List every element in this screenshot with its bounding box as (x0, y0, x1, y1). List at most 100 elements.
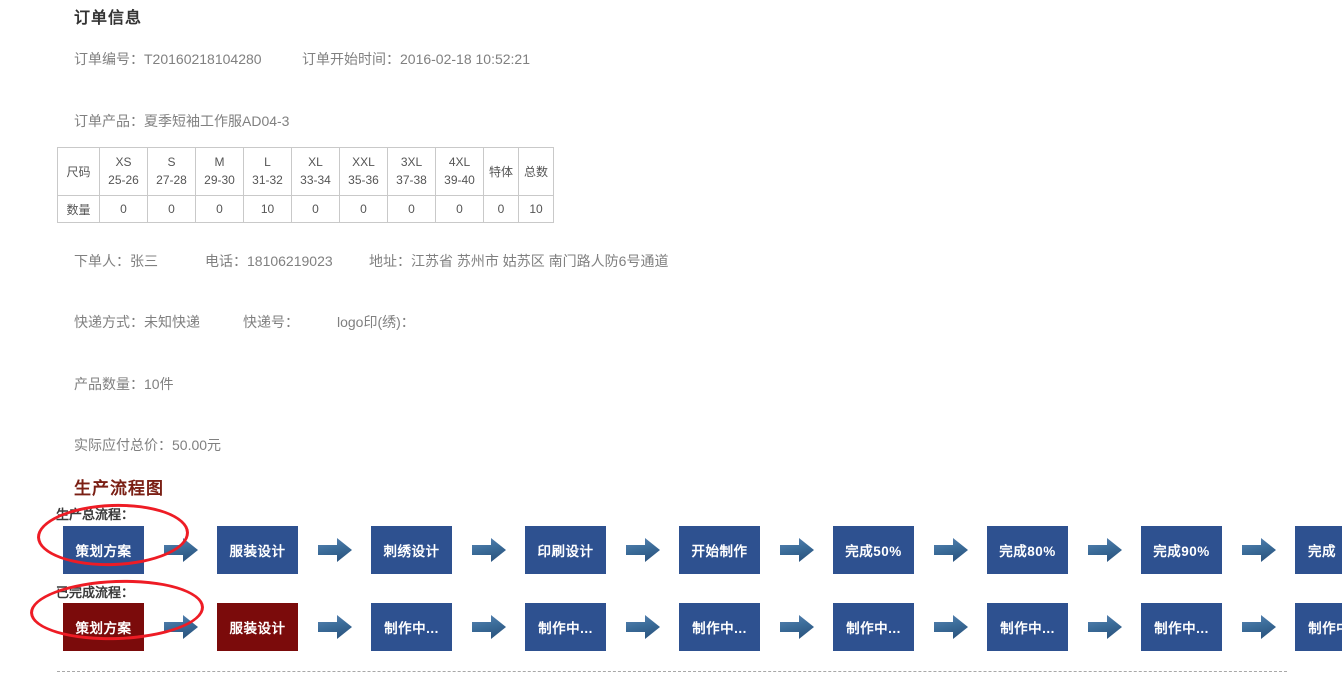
quantity-cell-s: 0 (147, 195, 196, 223)
product-quantity-row: 产品数量：10件 (74, 374, 174, 394)
flow-step-label: 刺绣设计 (383, 544, 440, 559)
arrow-right-icon (163, 538, 198, 562)
quantity-cell-xs: 0 (99, 195, 148, 223)
completed-flow-row: 策划方案 服装设计 制作中... 制作中... 制作中... 制作中... 制作中... 制作… (63, 603, 1342, 651)
order-product-row: 订单产品：夏季短袖工作服AD04-3 (74, 111, 289, 131)
total-price-value: 50.00元 (172, 437, 222, 453)
flow-step-done-9[interactable]: 制作中... (1295, 603, 1342, 651)
size-range: 37-38 (396, 172, 427, 187)
phone-label: 电话： (205, 253, 247, 269)
flow-step-done-2[interactable]: 服装设计 (217, 603, 298, 651)
flow-arrow-done-1 (162, 603, 199, 651)
flow-step-label: 服装设计 (229, 621, 286, 636)
size-column-xxl: XXL 35-36 (339, 147, 388, 196)
size-name: L (264, 155, 271, 170)
size-name: M (214, 155, 225, 170)
orderer-row: 下单人：张三 (74, 251, 158, 271)
flow-step-total-7[interactable]: 完成80% (987, 526, 1068, 574)
arrow-right-icon (625, 538, 660, 562)
arrow-right-icon (625, 615, 660, 639)
address-value: 江苏省 苏州市 姑苏区 南门路人防6号通道 (411, 253, 669, 269)
flow-arrow-total-2 (316, 526, 353, 574)
size-name: XS (115, 155, 132, 170)
product-quantity-value: 10件 (144, 376, 174, 392)
production-flow-section: 生产流程图 生产总流程： 已完成流程： 策划方案服装设计刺绣设计印刷设计开始制作… (0, 470, 1342, 700)
flow-step-done-7[interactable]: 制作中... (987, 603, 1068, 651)
size-name: 3XL (400, 155, 423, 170)
flow-arrow-done-8 (1240, 603, 1277, 651)
quantity-cell-xl: 0 (291, 195, 340, 223)
flow-step-done-3[interactable]: 制作中... (371, 603, 452, 651)
flow-arrow-done-6 (932, 603, 969, 651)
flow-step-total-9[interactable]: 完成 (1295, 526, 1342, 574)
flow-step-total-2[interactable]: 服装设计 (217, 526, 298, 574)
flow-step-label: 制作中... (1154, 621, 1209, 636)
flow-arrow-done-5 (778, 603, 815, 651)
arrow-right-icon (471, 615, 506, 639)
order-start-time-row: 订单开始时间：2016-02-18 10:52:21 (302, 49, 530, 69)
flow-step-total-8[interactable]: 完成90% (1141, 526, 1222, 574)
size-range: 35-36 (348, 172, 379, 187)
flow-step-label: 策划方案 (75, 544, 132, 559)
flow-step-total-1[interactable]: 策划方案 (63, 526, 144, 574)
size-range: 29-30 (204, 172, 235, 187)
order-number-value: T20160218104280 (144, 51, 262, 67)
size-column-xs: XS 25-26 (99, 147, 148, 196)
size-range: 33-34 (300, 172, 331, 187)
arrow-right-icon (163, 615, 198, 639)
express-method-label: 快递方式： (74, 314, 144, 330)
flow-arrow-total-7 (1086, 526, 1123, 574)
flow-arrow-done-3 (470, 603, 507, 651)
logo-print-label: logo印(绣)： (337, 314, 415, 330)
express-number-label: 快递号： (243, 314, 299, 330)
flow-step-done-4[interactable]: 制作中... (525, 603, 606, 651)
flow-step-total-4[interactable]: 印刷设计 (525, 526, 606, 574)
quantity-cell-l: 10 (243, 195, 292, 223)
flow-step-label: 完成 (1308, 544, 1336, 559)
size-range: 27-28 (156, 172, 187, 187)
flow-step-label: 服装设计 (229, 544, 286, 559)
order-product-label: 订单产品： (74, 113, 144, 129)
quantity-cell-special: 0 (483, 195, 519, 223)
flow-step-total-5[interactable]: 开始制作 (679, 526, 760, 574)
flow-arrow-total-3 (470, 526, 507, 574)
flow-step-done-1[interactable]: 策划方案 (63, 603, 144, 651)
size-range: 39-40 (444, 172, 475, 187)
flow-step-total-6[interactable]: 完成50% (833, 526, 914, 574)
flow-arrow-done-2 (316, 603, 353, 651)
flow-step-total-3[interactable]: 刺绣设计 (371, 526, 452, 574)
total-price-label: 实际应付总价： (74, 437, 172, 453)
quantity-cell-4xl: 0 (435, 195, 484, 223)
flow-step-label: 印刷设计 (537, 544, 594, 559)
section-divider (57, 671, 1287, 672)
size-column-4xl: 4XL 39-40 (435, 147, 484, 196)
arrow-right-icon (779, 615, 814, 639)
logo-print-row: logo印(绣)： (337, 312, 415, 332)
quantity-cell-m: 0 (195, 195, 244, 223)
flow-arrow-total-4 (624, 526, 661, 574)
arrow-right-icon (317, 615, 352, 639)
completed-flow-label: 已完成流程： (56, 585, 135, 600)
quantity-row-label: 数量 (57, 195, 100, 223)
phone-row: 电话：18106219023 (205, 251, 333, 271)
flow-arrow-done-7 (1086, 603, 1123, 651)
order-product-value: 夏季短袖工作服AD04-3 (144, 113, 290, 129)
flow-arrow-total-5 (778, 526, 815, 574)
flow-step-done-6[interactable]: 制作中... (833, 603, 914, 651)
flow-step-done-8[interactable]: 制作中... (1141, 603, 1222, 651)
arrow-right-icon (933, 538, 968, 562)
flow-step-done-5[interactable]: 制作中... (679, 603, 760, 651)
quantity-cell-total: 10 (518, 195, 554, 223)
size-column-3xl: 3XL 37-38 (387, 147, 436, 196)
order-number-row: 订单编号：T20160218104280 (74, 49, 262, 69)
size-range: 31-32 (252, 172, 283, 187)
total-flow-row: 策划方案 服装设计 刺绣设计 印刷设计 开始制作 完成50% 完成80% 完成90% 完成 (63, 526, 1342, 574)
arrow-right-icon (1241, 538, 1276, 562)
arrow-right-icon (471, 538, 506, 562)
express-method-value: 未知快递 (144, 314, 200, 330)
flow-step-label: 制作中... (1308, 621, 1342, 636)
order-number-label: 订单编号： (74, 51, 144, 67)
size-column-l: L 31-32 (243, 147, 292, 196)
size-name: XXL (352, 155, 375, 170)
flow-chart-heading: 生产流程图 (74, 479, 164, 498)
